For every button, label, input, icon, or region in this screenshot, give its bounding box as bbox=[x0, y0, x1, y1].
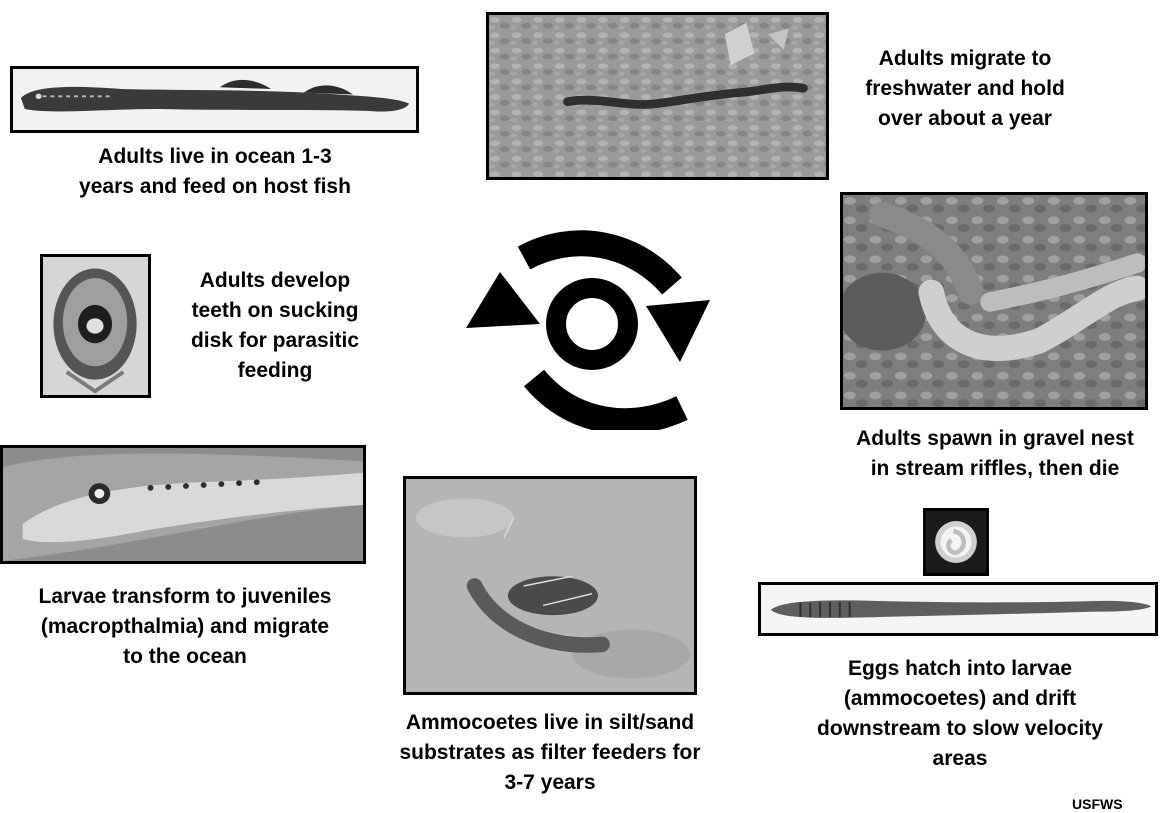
center-ring-icon bbox=[556, 288, 628, 360]
arrow-bottom-icon bbox=[534, 378, 682, 421]
credit-label: USFWS bbox=[1072, 796, 1123, 812]
photo-ammocoetes bbox=[403, 476, 697, 695]
caption-ocean-adults: Adults live in ocean 1-3 years and feed … bbox=[40, 142, 390, 202]
caption-spawning: Adults spawn in gravel nest in stream ri… bbox=[830, 424, 1160, 484]
caption-transformation: Larvae transform to juveniles (macroptha… bbox=[10, 582, 360, 672]
photo-sucking-disk bbox=[40, 254, 151, 398]
photo-egg bbox=[923, 508, 989, 576]
photo-spawning bbox=[840, 192, 1148, 410]
caption-eggs-hatch: Eggs hatch into larvae (ammocoetes) and … bbox=[780, 654, 1140, 774]
caption-ammocoetes: Ammocoetes live in silt/sand substrates … bbox=[370, 708, 730, 798]
photo-larva bbox=[758, 582, 1158, 636]
photo-ocean-adult bbox=[10, 66, 419, 133]
photo-freshwater-migration bbox=[486, 12, 829, 180]
photo-transformation bbox=[0, 445, 366, 564]
arrow-head-right-icon bbox=[646, 300, 710, 362]
cycle-arrows-icon bbox=[462, 218, 722, 430]
caption-freshwater-migration: Adults migrate to freshwater and hold ov… bbox=[840, 44, 1090, 134]
caption-sucking-disk: Adults develop teeth on sucking disk for… bbox=[170, 266, 380, 386]
arrow-head-left-icon bbox=[466, 272, 540, 328]
